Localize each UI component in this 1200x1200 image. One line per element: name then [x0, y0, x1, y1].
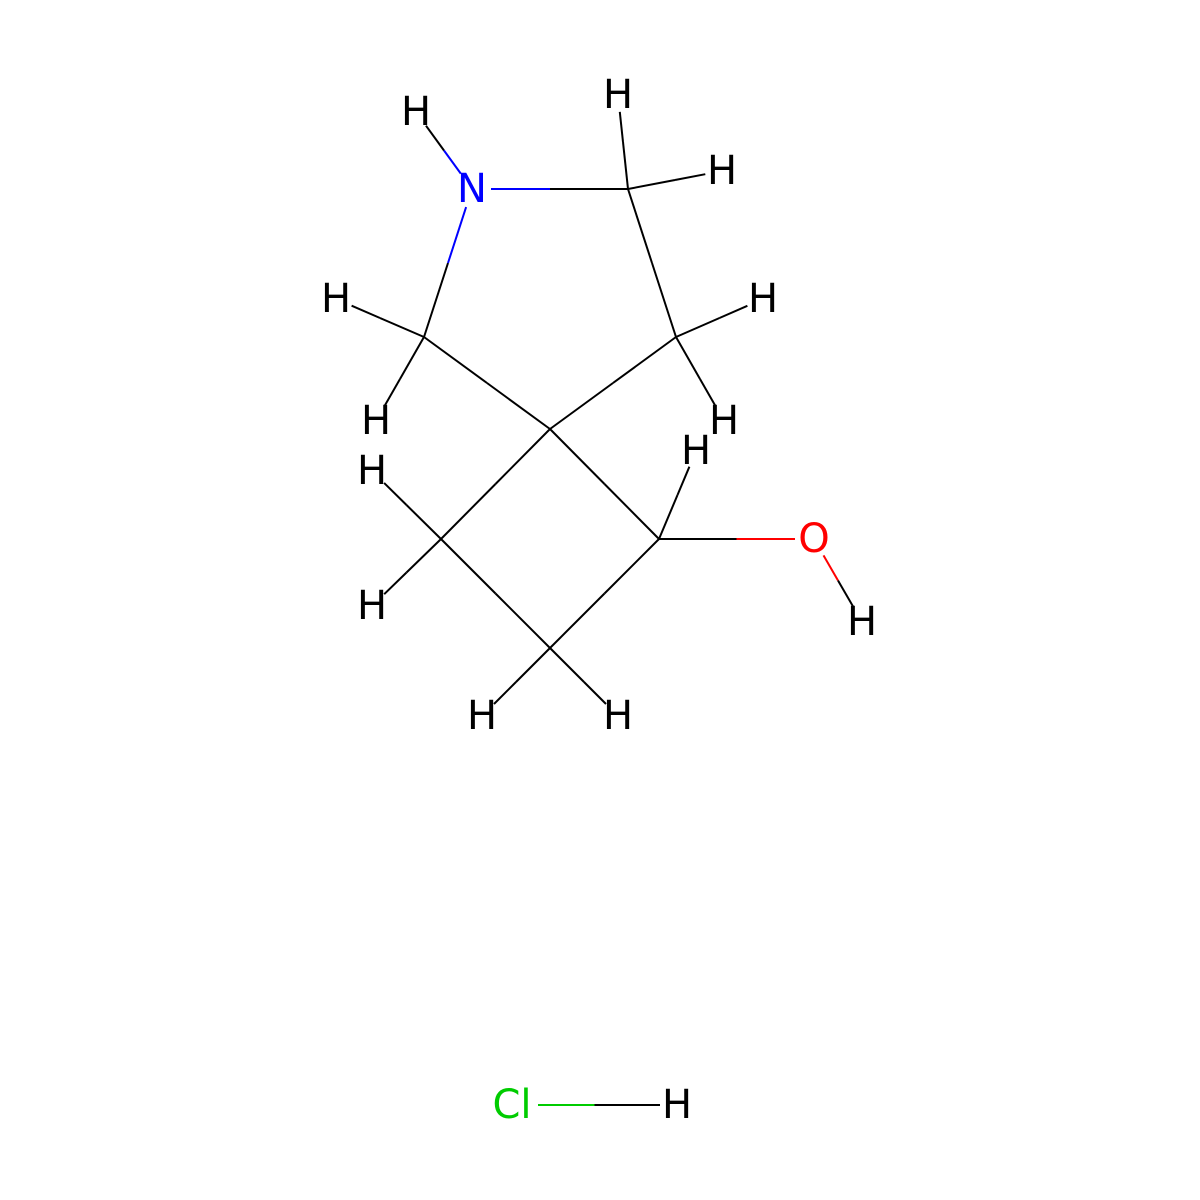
atom-label-H_C8b: H — [357, 448, 387, 494]
bond-half-N1 — [443, 149, 462, 175]
atom-label-H_C6: H — [681, 428, 711, 474]
bond-C4-C5 — [423, 336, 551, 430]
atom-label-H_C2a: H — [603, 72, 633, 118]
atom-label-H_C5b: H — [361, 398, 391, 444]
bond-half-C2 — [627, 188, 653, 264]
atom-label-H_C7a: H — [603, 693, 633, 739]
bond-C8-H_C8b — [383, 482, 442, 540]
atom-label-H_C3a: H — [748, 276, 778, 322]
bond-half-C6 — [603, 538, 660, 595]
bond-half-C8 — [440, 483, 497, 540]
bond-half-C3 — [651, 262, 677, 338]
atom-label-H_Cl: H — [662, 1082, 692, 1128]
bond-half-C5 — [423, 262, 449, 338]
bond-C7-C8 — [440, 538, 551, 649]
bond-C2-C3 — [627, 188, 677, 338]
bond-C5-N1 — [423, 206, 468, 338]
bond-half-C8 — [440, 538, 497, 595]
bond-half-H_C3b — [699, 378, 717, 407]
bond-C3-C4 — [549, 336, 677, 430]
bond-half-H_C6 — [676, 466, 691, 496]
bond-C3-H_C3a — [675, 304, 748, 338]
atom-label-O9: O — [798, 516, 829, 562]
atom-label-H_C3b: H — [709, 398, 739, 444]
bond-C7-H_C7a — [549, 647, 607, 705]
bond-half-H_C8b — [383, 482, 408, 506]
bond-half-H_C2b — [674, 173, 706, 181]
bond-N1-H_N — [425, 125, 462, 175]
bond-C3-H_C3b — [675, 336, 717, 407]
bond-half-H_C7b — [493, 681, 517, 705]
bond-half-C4 — [549, 382, 614, 430]
bond-half-C7 — [549, 647, 585, 683]
bond-half-H_C8a — [383, 571, 408, 595]
bond-C5-H_C5b — [383, 336, 425, 407]
bond-half-C8 — [405, 538, 442, 574]
bond-half-C4 — [494, 428, 551, 485]
bond-half-C3 — [675, 317, 720, 338]
bond-half-C2 — [622, 141, 629, 190]
atom-label-Cl: Cl — [492, 1082, 531, 1128]
bond-C5-H_C5a — [351, 304, 425, 338]
atom-label-H_C5a: H — [321, 276, 351, 322]
bond-half-H_C5b — [383, 378, 401, 407]
bond-C4-C6 — [549, 428, 660, 540]
bond-half-C6 — [658, 494, 679, 540]
bond-half-H_O — [837, 579, 855, 608]
atom-label-H_N: H — [401, 89, 431, 135]
bond-half-H_C5a — [351, 304, 381, 319]
bond-half-O9 — [822, 554, 839, 582]
bond-half-C7 — [515, 647, 551, 683]
bond-half-C3 — [612, 336, 677, 384]
atom-label-H_C8a: H — [357, 583, 387, 629]
bond-C8-H_C8a — [383, 538, 442, 595]
bond-half-H_C7a — [583, 681, 607, 705]
bond-half-C3 — [675, 336, 701, 380]
bond-half-H_N — [425, 125, 445, 152]
bond-C6-H_C6 — [658, 466, 691, 540]
atom-label-H_C2b: H — [707, 148, 737, 194]
bond-half-C7 — [494, 592, 551, 649]
bond-half-C4 — [486, 382, 551, 430]
bond-half-C8 — [405, 504, 442, 540]
bond-half-C2 — [627, 179, 676, 190]
bond-half-C7 — [549, 592, 606, 649]
bond-C7-H_C7b — [493, 647, 551, 705]
bond-half-N1 — [447, 206, 468, 264]
atom-label-N1: N — [457, 166, 487, 212]
bond-half-C5 — [379, 317, 425, 338]
bond-O9-H_O — [822, 554, 855, 608]
bond-C8-C4 — [440, 428, 551, 540]
bond-half-C5 — [399, 336, 425, 380]
bond-half-C6 — [603, 483, 660, 540]
atom-label-H_O: H — [847, 599, 877, 645]
bond-layer — [351, 111, 855, 1106]
bond-C2-H_C2a — [618, 111, 629, 190]
bond-half-C4 — [549, 428, 606, 485]
bond-C2-H_C2b — [627, 173, 706, 190]
bond-half-H_C3a — [719, 304, 748, 319]
bond-C6-C7 — [549, 538, 660, 649]
atom-label-H_C7b: H — [467, 693, 497, 739]
bond-half-H_C2a — [618, 111, 624, 143]
bond-half-C5 — [423, 336, 488, 384]
